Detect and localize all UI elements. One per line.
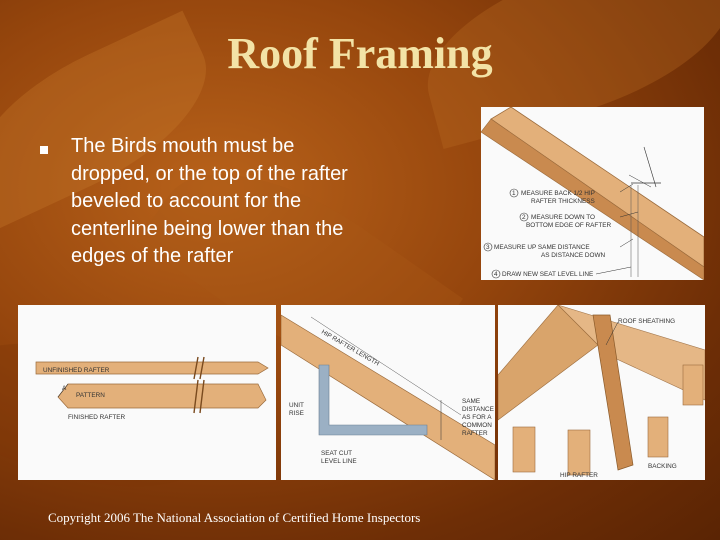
label-same-distance-4: COMMON [462,422,492,429]
copyright-footer: Copyright 2006 The National Association … [48,510,421,525]
step-number: 1 [512,190,516,197]
label-same-distance-1: SAME [462,398,480,405]
label-roof-sheathing: ROOF SHEATHING [618,318,675,325]
seat-level-drawing: 1 MEASURE BACK 1/2 HIP RAFTER THICKNESS … [481,107,704,280]
unfinished-rafter [35,361,269,375]
slide-title: Roof Framing [227,29,493,78]
step-1-line-1: MEASURE BACK 1/2 HIP [521,190,595,197]
step-number: 3 [486,244,490,251]
hip-rafter-body [281,314,495,480]
figure-seat-level-diagram: 1 MEASURE BACK 1/2 HIP RAFTER THICKNESS … [481,107,704,280]
ceiling-joist [647,416,669,458]
label-backing: BACKING [648,463,677,470]
step-2-line-2: BOTTOM EDGE OF RAFTER [526,222,611,229]
label-same-distance-5: RAFTER [462,430,488,437]
step-3-line-1: MEASURE UP SAME DISTANCE [494,244,590,251]
pattern-rafter-drawing: UNFINISHED RAFTER A PATTERN FINISHED RAF… [35,356,269,421]
figure-hip-backing: ROOF SHEATHING HIP RAFTER BACKING [498,305,705,480]
hip-rafter-top [490,107,704,268]
label-seat-cut-1: SEAT CUT [321,450,352,457]
steel-square [318,364,428,436]
label-same-distance-2: DISTANCE [462,406,494,413]
step-4-line: DRAW NEW SEAT LEVEL LINE [502,271,593,278]
ceiling-joist [567,429,591,476]
hip-backing-drawing: ROOF SHEATHING HIP RAFTER BACKING [498,305,705,479]
label-pattern: PATTERN [76,392,105,399]
label-seat-cut-2: LEVEL LINE [321,458,357,465]
step-1-line-2: RAFTER THICKNESS [531,198,595,205]
figure-hip-rafter-layout: HIP RAFTER LENGTH UNIT RISE SEAT CUT LEV… [281,305,495,480]
label-unit-rise-2: RISE [289,410,304,417]
step-number: 4 [494,271,498,278]
hip-rafter [592,314,634,471]
step-3-line-2: AS DISTANCE DOWN [541,252,606,259]
hip-layout-drawing: HIP RAFTER LENGTH UNIT RISE SEAT CUT LEV… [281,314,495,480]
label-a: A [62,385,67,392]
label-unfinished-rafter: UNFINISHED RAFTER [43,367,110,374]
label-finished-rafter: FINISHED RAFTER [68,414,126,421]
ceiling-joist [682,364,704,406]
label-unit-rise-1: UNIT [289,402,304,409]
label-same-distance-3: AS FOR A [462,414,492,421]
figure-pattern-rafter: UNFINISHED RAFTER A PATTERN FINISHED RAF… [18,305,276,480]
ceiling-joist [512,426,536,473]
step-2-line-1: MEASURE DOWN TO [531,214,595,221]
hip-rafter-face [481,118,704,280]
bullet-marker [40,146,48,154]
bullet-text: The Birds mouth must be dropped, or the … [71,135,348,267]
label-hip-rafter: HIP RAFTER [560,472,598,479]
step-number: 2 [522,214,526,221]
